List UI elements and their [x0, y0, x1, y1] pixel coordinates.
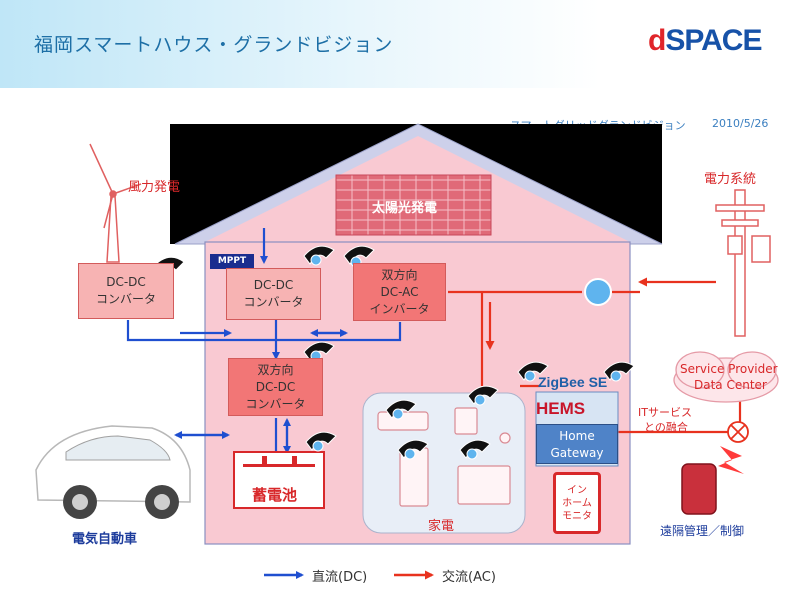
solar-panel [335, 174, 492, 236]
ac-lines [448, 277, 742, 434]
wireless-signal-icons [151, 245, 635, 460]
zigbee-label: ZigBee SE [538, 374, 608, 390]
in-home-monitor: インホームモニタ [553, 472, 601, 534]
lightning-icon [718, 446, 744, 474]
date: 2010/5/26 [712, 117, 769, 130]
mppt-label: MPPT [210, 254, 254, 269]
data-center-label: Data Center [694, 378, 767, 392]
wind-turbine-icon [89, 143, 142, 263]
remote-label: 遠隔管理／制御 [660, 524, 745, 538]
data-center-cloud-icon [673, 351, 779, 403]
dc-lines [126, 228, 402, 454]
electric-car-icon [35, 425, 191, 519]
it-service-label: ITサービス [638, 406, 692, 419]
dspace-logo: dSPACE [648, 24, 762, 57]
ev-label: 電気自動車 [72, 532, 138, 547]
it-connector-icon [727, 421, 749, 443]
header-banner [0, 0, 800, 88]
it-fusion-label: との融合 [644, 421, 688, 434]
appliances-label: 家電 [428, 519, 455, 534]
remote-device-icon [681, 463, 717, 515]
grid-node [584, 278, 612, 306]
battery-icon [233, 451, 325, 509]
hems-title: HEMS [536, 399, 586, 418]
service-provider-label: Service Provider [680, 362, 778, 376]
grid-label: 電力系統 [704, 172, 757, 187]
legend-dc-label: 直流(DC) [312, 570, 368, 585]
solar-label: 太陽光発電 [372, 201, 438, 216]
battery-label: 蓄電池 [252, 486, 298, 504]
power-pole-icon [715, 189, 771, 337]
page-title: 福岡スマートハウス・グランドビジョン [34, 34, 394, 56]
legend-ac-label: 交流(AC) [442, 570, 496, 585]
wind-label: 風力発電 [128, 180, 181, 195]
